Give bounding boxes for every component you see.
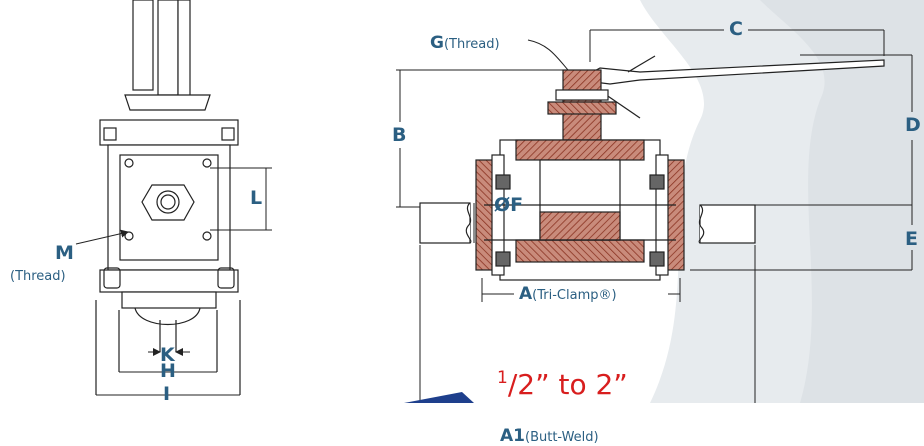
label-e: E — [905, 228, 918, 250]
size-range-rest: /2” to 2” — [507, 368, 628, 401]
label-a1-buttweld: A1(Butt-Weld) — [500, 428, 599, 445]
side-view-dimensions — [75, 167, 272, 396]
blue-handle-grip — [404, 392, 474, 403]
label-h: H — [160, 360, 176, 382]
label-m: M — [55, 242, 74, 264]
label-g-thread: G(Thread) — [430, 35, 500, 52]
size-range-text: 1/2” to 2” — [497, 370, 628, 399]
valve-line-art — [75, 0, 924, 403]
label-a1-letter: A1 — [500, 426, 525, 446]
label-a-sub: (Tri-Clamp®) — [532, 288, 617, 303]
label-i: I — [163, 383, 171, 405]
size-range-numerator: 1 — [497, 368, 508, 388]
label-a-triclamp: A(Tri-Clamp®) — [519, 286, 617, 303]
section-view-dimensions — [396, 29, 913, 403]
label-d: D — [905, 114, 921, 136]
label-m-sub: (Thread) — [10, 269, 66, 284]
label-g-letter: G — [430, 33, 444, 53]
label-c: C — [729, 18, 743, 40]
valve-dimension-drawing: G(Thread) C B D E ØF A(Tri-Clamp®) A1(Bu… — [10, 0, 924, 445]
label-b: B — [392, 124, 407, 146]
side-view — [95, 0, 241, 395]
label-a-letter: A — [519, 284, 533, 304]
label-l: L — [250, 187, 263, 209]
label-phi-f: ØF — [494, 194, 524, 216]
label-a1-sub: (Butt-Weld) — [525, 430, 599, 445]
label-g-sub: (Thread) — [443, 37, 500, 52]
section-view — [419, 55, 885, 281]
label-k: K — [160, 344, 175, 366]
